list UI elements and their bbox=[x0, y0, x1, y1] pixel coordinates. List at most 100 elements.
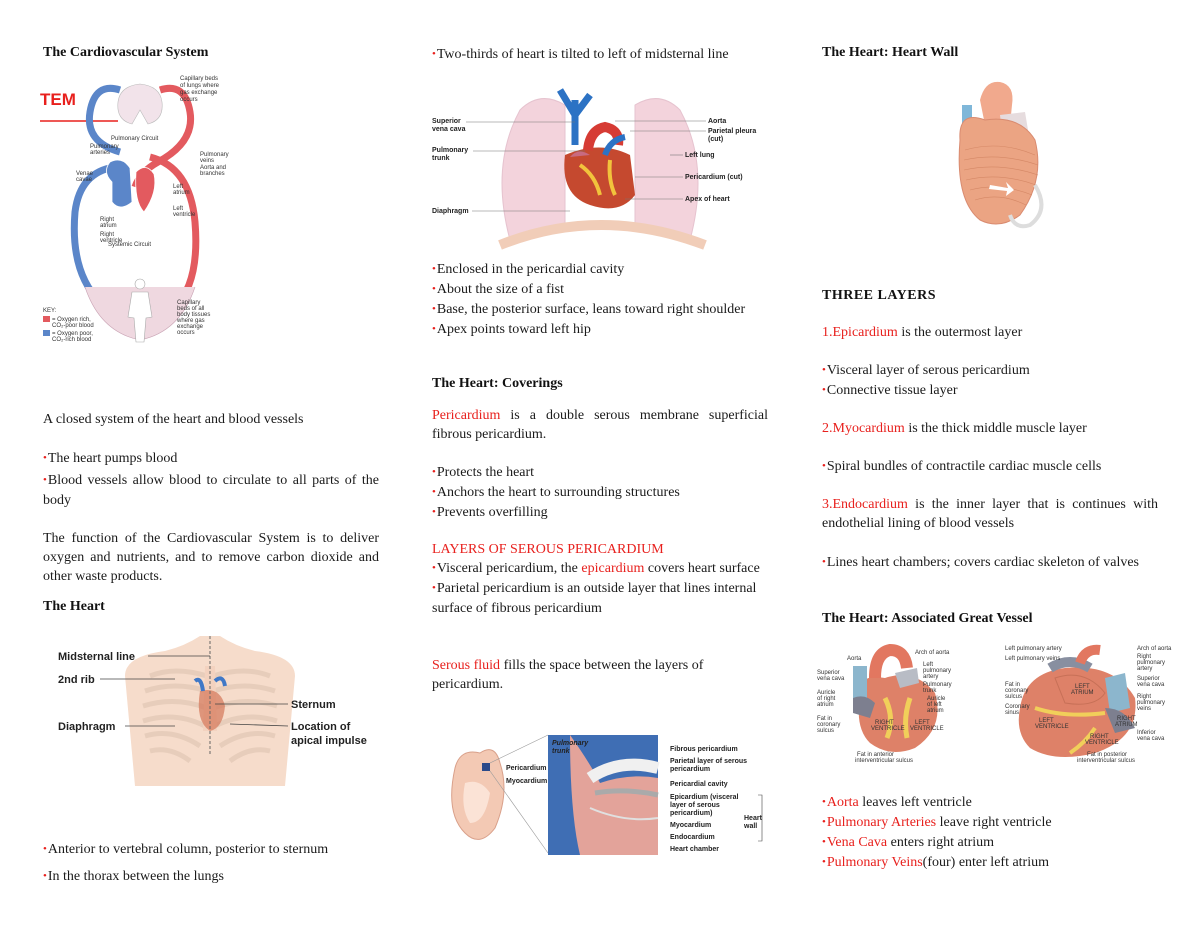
svg-text:of lungs where: of lungs where bbox=[180, 83, 220, 89]
svg-text:Endocardium: Endocardium bbox=[670, 834, 715, 841]
section-title-heart-wall: The Heart: Heart Wall bbox=[822, 45, 959, 60]
svg-text:Pericardium (cut): Pericardium (cut) bbox=[685, 174, 743, 181]
svg-text:Apex of heart: Apex of heart bbox=[685, 196, 730, 203]
svg-text:atrium: atrium bbox=[100, 223, 117, 229]
svg-text:trunk: trunk bbox=[923, 688, 937, 694]
svg-text:= Oxygen rich,: = Oxygen rich, bbox=[52, 317, 91, 323]
thorax-heart-location-diagram: Midsternal line 2nd rib Diaphragm Sternu… bbox=[55, 636, 375, 796]
svg-text:occurs: occurs bbox=[180, 97, 198, 103]
svg-text:trunk: trunk bbox=[432, 155, 450, 162]
epicardium-bullets: Visceral layer of serous pericardium Con… bbox=[822, 361, 1158, 401]
svg-text:Arch of aorta: Arch of aorta bbox=[915, 650, 950, 656]
list-item: The heart pumps blood bbox=[43, 449, 379, 469]
list-item: Spiral bundles of contractile cardiac mu… bbox=[822, 457, 1158, 477]
svg-text:veins: veins bbox=[200, 158, 214, 164]
svg-text:VENTRICLE: VENTRICLE bbox=[871, 726, 905, 732]
svg-text:exchange: exchange bbox=[177, 324, 204, 330]
svg-text:Sternum: Sternum bbox=[291, 699, 336, 711]
list-item: Enclosed in the pericardial cavity bbox=[432, 260, 768, 280]
three-layers-title: THREE LAYERS bbox=[822, 288, 937, 303]
svg-text:Superior: Superior bbox=[1137, 676, 1160, 682]
coverings-paragraph: Pericardium is a double serous membrane … bbox=[432, 408, 768, 442]
section-title-great-vessels: The Heart: Associated Great Vessel bbox=[822, 611, 1033, 626]
svg-text:pericardium: pericardium bbox=[670, 766, 710, 773]
svg-text:Heart: Heart bbox=[744, 815, 763, 822]
svg-text:Coronary: Coronary bbox=[1005, 704, 1030, 710]
bullet-list-heart-location: Anterior to vertebral column, posterior … bbox=[43, 840, 388, 887]
svg-text:Diaphragm: Diaphragm bbox=[58, 721, 116, 733]
svg-text:interventricular sulcus: interventricular sulcus bbox=[855, 758, 913, 763]
svg-text:LEFT: LEFT bbox=[1075, 684, 1090, 690]
svg-text:veins: veins bbox=[1137, 706, 1151, 712]
svg-text:artery: artery bbox=[1137, 666, 1152, 672]
svg-text:2nd rib: 2nd rib bbox=[58, 674, 95, 686]
list-item: Apex points toward left hip bbox=[432, 320, 768, 340]
list-item: Visceral layer of serous pericardium bbox=[822, 361, 1158, 381]
svg-text:Myocardium: Myocardium bbox=[670, 822, 711, 829]
svg-text:Parietal layer of serous: Parietal layer of serous bbox=[670, 758, 747, 765]
svg-text:Right: Right bbox=[100, 217, 114, 223]
layer-myocardium: 2.Myocardium is the thick middle muscle … bbox=[822, 421, 1087, 436]
svg-text:Capillary: Capillary bbox=[177, 300, 200, 306]
svg-text:layer of serous: layer of serous bbox=[670, 802, 720, 809]
svg-text:ventricle: ventricle bbox=[100, 238, 123, 244]
svg-text:Pulmonary: Pulmonary bbox=[432, 147, 468, 154]
function-paragraph: The function of the Cardiovascular Syste… bbox=[43, 531, 379, 584]
svg-text:LEFT: LEFT bbox=[1039, 718, 1054, 724]
list-item: About the size of a fist bbox=[432, 280, 768, 300]
list-item: Aorta leaves left ventricle bbox=[822, 793, 1167, 813]
bullet-list-pericardium-functions: Protects the heart Anchors the heart to … bbox=[432, 463, 768, 523]
svg-text:Midsternal line: Midsternal line bbox=[58, 651, 135, 663]
endocardium-bullets: Lines heart chambers; covers cardiac ske… bbox=[822, 553, 1158, 573]
great-vessels-diagram: Aorta Arch of aorta Superior vena cava L… bbox=[815, 638, 1180, 764]
list-item: Two-thirds of heart is tilted to left of… bbox=[432, 45, 768, 65]
svg-text:Fat in posterior: Fat in posterior bbox=[1087, 752, 1127, 758]
heart-in-thorax-diagram: Superior vena cava Pulmonary trunk Diaph… bbox=[430, 85, 775, 250]
svg-text:Aorta: Aorta bbox=[847, 656, 862, 662]
svg-text:Right: Right bbox=[1137, 694, 1151, 700]
svg-text:sulcus: sulcus bbox=[817, 728, 834, 734]
svg-text:Right: Right bbox=[1137, 654, 1151, 660]
svg-text:where gas: where gas bbox=[176, 318, 205, 324]
list-item: Anterior to vertebral column, posterior … bbox=[43, 840, 388, 860]
term-endocardium: 3.Endocardium bbox=[822, 497, 908, 512]
svg-text:pulmonary: pulmonary bbox=[1137, 700, 1165, 706]
svg-text:body tissues: body tissues bbox=[177, 312, 210, 318]
list-item: Vena Cava enters right atrium bbox=[822, 833, 1167, 853]
list-item: Anchors the heart to surrounding structu… bbox=[432, 483, 768, 503]
svg-text:wall: wall bbox=[743, 823, 757, 830]
layer-endocardium: 3.Endocardium is the inner layer that is… bbox=[822, 497, 1158, 531]
svg-text:Left: Left bbox=[173, 184, 183, 190]
svg-text:ventricle: ventricle bbox=[173, 212, 196, 218]
svg-text:Pulmonary: Pulmonary bbox=[552, 740, 589, 747]
layers-serous-title: LAYERS OF SEROUS PERICARDIUM bbox=[432, 542, 664, 557]
svg-text:Pericardial cavity: Pericardial cavity bbox=[670, 781, 728, 788]
svg-text:Aorta and: Aorta and bbox=[200, 165, 226, 171]
svg-text:Fat in: Fat in bbox=[1005, 682, 1020, 688]
svg-text:VENTRICLE: VENTRICLE bbox=[1035, 724, 1069, 730]
svg-text:of right: of right bbox=[817, 696, 836, 702]
svg-text:coronary: coronary bbox=[1005, 688, 1028, 694]
svg-text:Venae: Venae bbox=[76, 171, 94, 177]
svg-text:pericardium): pericardium) bbox=[670, 810, 712, 817]
list-item: Protects the heart bbox=[432, 463, 768, 483]
bullet-list-heart-facts: Enclosed in the pericardial cavity About… bbox=[432, 260, 768, 340]
svg-text:RIGHT: RIGHT bbox=[1117, 716, 1136, 722]
svg-text:Heart chamber: Heart chamber bbox=[670, 846, 719, 853]
svg-text:Capillary beds: Capillary beds bbox=[180, 76, 218, 82]
svg-text:Left lung: Left lung bbox=[685, 152, 715, 159]
svg-text:interventricular sulcus: interventricular sulcus bbox=[1077, 758, 1135, 763]
bullet-list-heart-pumps: The heart pumps blood Blood vessels allo… bbox=[43, 449, 379, 510]
svg-text:VENTRICLE: VENTRICLE bbox=[910, 726, 944, 732]
svg-text:Left pulmonary artery: Left pulmonary artery bbox=[1005, 646, 1062, 652]
svg-text:cavae: cavae bbox=[76, 177, 93, 183]
term-myocardium: 2.Myocardium bbox=[822, 421, 905, 436]
svg-text:Fibrous pericardium: Fibrous pericardium bbox=[670, 746, 738, 753]
heart-wall-muscle-diagram bbox=[940, 70, 1060, 235]
svg-text:Superior: Superior bbox=[817, 670, 840, 676]
svg-text:atrium: atrium bbox=[927, 708, 944, 714]
svg-text:KEY:: KEY: bbox=[43, 308, 57, 314]
svg-text:Systemic Circuit: Systemic Circuit bbox=[108, 242, 151, 248]
svg-text:Left: Left bbox=[173, 206, 183, 212]
intro-text: A closed system of the heart and blood v… bbox=[43, 412, 304, 427]
